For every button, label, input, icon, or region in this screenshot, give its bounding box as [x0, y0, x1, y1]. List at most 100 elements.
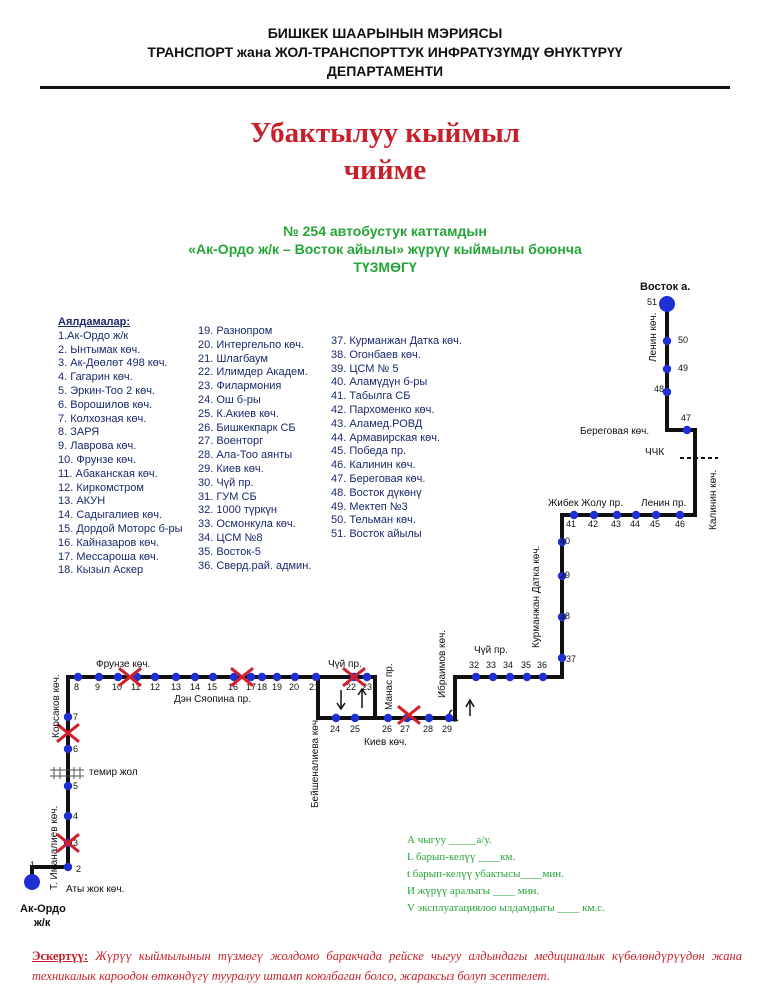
stop-legend-item: 18. Кызыл Аскер [58, 564, 144, 577]
stop-number-label: 10 [112, 682, 122, 692]
stop-number-label: 16 [228, 682, 238, 692]
stop-number-label: 49 [678, 363, 688, 373]
stop-number-label: 36 [537, 660, 547, 670]
stop-marker-40 [557, 537, 567, 547]
stop-number-label: 28 [423, 724, 433, 734]
stop-legend-item: 36. Сверд.рай. админ. [198, 559, 312, 572]
stop-number-label: 37 [566, 654, 576, 664]
stop-legend-item: 21. Шлагбаум [198, 352, 268, 365]
stop-marker-5 [63, 781, 73, 791]
stop-marker-46 [675, 510, 685, 520]
stop-legend-item: 45. Победа пр. [331, 445, 407, 458]
stop-legend-item: 39. ЦСМ № 5 [331, 362, 399, 375]
stop-number-label: 39 [560, 570, 570, 580]
stop-marker-37 [557, 653, 567, 663]
street-beregovaya: Береговая көч. [580, 426, 650, 437]
param-l: L барып-келүү ____км. [407, 851, 516, 863]
stop-marker-4 [63, 811, 73, 821]
stop-marker-36 [538, 672, 548, 682]
stop-marker-9 [94, 672, 104, 682]
stop-legend-item: 40. Аламүдүн б-ры [331, 376, 428, 389]
stop-legend-item: 14. Садыгалиев көч. [58, 509, 163, 522]
stop-marker-12 [150, 672, 160, 682]
cross-mark [56, 723, 80, 743]
stop-marker-25 [350, 713, 360, 723]
stop-marker-1 [24, 874, 40, 890]
stop-legend-item: 51. Восток айылы [331, 528, 422, 541]
stop-number-label: 33 [486, 660, 496, 670]
stop-legend-item: 25. К.Акиев көч. [198, 407, 279, 420]
street-ibraimov: Ибраимов көч. [437, 629, 448, 698]
param-a: А чыгуу _____а/у. [407, 834, 492, 846]
street-den-siaopin: Дэн Сяопина пр. [174, 694, 251, 705]
stop-legend-item: 24. Ош б-ры [198, 393, 261, 406]
stop-number-label: 4 [73, 811, 78, 821]
stop-marker-34 [505, 672, 515, 682]
stop-number-label: 6 [73, 744, 78, 754]
stop-marker-33 [488, 672, 498, 682]
stop-marker-16 [229, 672, 239, 682]
stop-legend-item: 15. Дордой Моторс б-ры [58, 522, 183, 535]
stop-number-label: 7 [73, 712, 78, 722]
street-kiev: Киев көч. [364, 737, 407, 748]
stop-marker-14 [190, 672, 200, 682]
stop-number-label: 48 [654, 384, 664, 394]
stop-marker-45 [651, 510, 661, 520]
stop-marker-43 [612, 510, 622, 520]
stop-number-label: 8 [74, 682, 79, 692]
stop-number-label: 32 [469, 660, 479, 670]
stop-marker-20 [290, 672, 300, 682]
stop-number-label: 19 [272, 682, 282, 692]
street-korsakov: Корсаков көч. [51, 674, 62, 738]
stop-number-label: 12 [150, 682, 160, 692]
stop-legend-item: 26. Бишкекпарк СБ [198, 421, 296, 434]
stop-number-label: 3 [73, 838, 78, 848]
stop-number-label: 50 [678, 335, 688, 345]
stop-legend-item: 48. Восток дүкөнү [331, 486, 422, 499]
stop-marker-49 [662, 364, 672, 374]
stop-legend-item: 38. Огонбаев көч. [331, 348, 421, 361]
stop-number-label: 40 [560, 536, 570, 546]
stop-legend-item: 44. Армавирская көч. [331, 431, 440, 444]
street-lenin-pr: Ленин пр. [641, 498, 687, 509]
header-rule [40, 86, 730, 89]
stop-number-label: 46 [675, 519, 685, 529]
stop-legend-item: 12. Киркомстром [58, 481, 144, 494]
stop-number-label: 22 [346, 682, 356, 692]
street-manas: Манас пр. [384, 663, 395, 710]
stop-marker-17 [246, 672, 256, 682]
stop-legend-item: 7. Колхозная көч. [58, 412, 147, 425]
stop-number-label: 35 [521, 660, 531, 670]
stop-marker-10 [113, 672, 123, 682]
stop-legend-item: 2. Ынтымак көч. [58, 343, 141, 356]
stop-legend-item: 16. Кайназаров көч. [58, 536, 160, 549]
stop-marker-28 [424, 713, 434, 723]
stop-number-label: 43 [611, 519, 621, 529]
stop-number-label: 23 [362, 682, 372, 692]
stop-marker-23 [362, 672, 372, 682]
stop-number-label: 44 [630, 519, 640, 529]
header-line-2: ТРАНСПОРТ жана ЖОЛ-ТРАНСПОРТТУК ИНФРАТҮЗ… [147, 44, 623, 60]
header-line-3: ДЕПАРТАМЕНТИ [326, 63, 444, 79]
stop-legend-item: 6. Ворошилов көч. [58, 398, 153, 411]
stops-col-3: 37. Курманжан Датка көч.38. Огонбаев көч… [331, 335, 462, 542]
stop-legend-item: 17. Мессароша көч. [58, 550, 159, 563]
stop-marker-44 [631, 510, 641, 520]
stop-legend-item: 3. Ак-Дөөлөт 498 көч. [58, 357, 168, 370]
stop-number-label: 17 [246, 682, 256, 692]
rail-crossing [50, 767, 84, 779]
stop-legend-item: 33. Осмонкула көч. [198, 518, 296, 531]
street-imanaliev: Т. Иманалиев көч. [49, 805, 60, 890]
stop-number-label: 13 [171, 682, 181, 692]
stop-marker-32 [471, 672, 481, 682]
stop-marker-48 [662, 387, 672, 397]
street-chchk: ЧЧК [645, 447, 665, 458]
stop-marker-15 [208, 672, 218, 682]
street-kalinin: Калинин көч. [708, 469, 719, 530]
subtitle-line-1: № 254 автобустук каттамдын [283, 223, 487, 239]
stop-legend-item: 30. Чүй пр. [198, 476, 254, 489]
stop-legend-item: 50. Тельман көч. [331, 514, 416, 527]
stop-legend-item: 37. Курманжан Датка көч. [331, 335, 462, 347]
